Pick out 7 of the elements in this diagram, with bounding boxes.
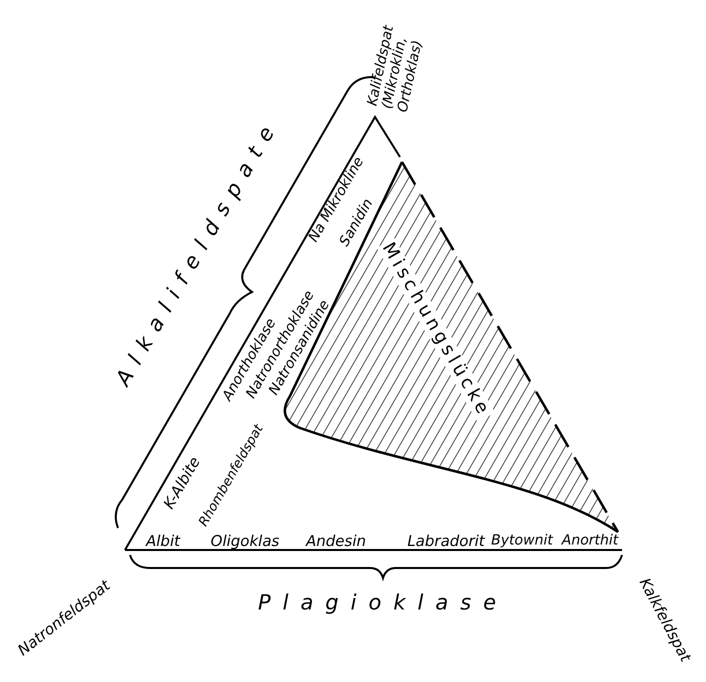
mineral-name: Bytownit (491, 533, 553, 549)
mineral-name: Anorthit (562, 533, 618, 549)
mineral-name: Labradorit (407, 532, 485, 550)
mineral-name: Albit (146, 532, 180, 550)
mineral-name: Andesin (306, 532, 366, 550)
mineral-name: Oligoklas (210, 532, 280, 550)
group-label: Plagioklase (258, 591, 508, 615)
